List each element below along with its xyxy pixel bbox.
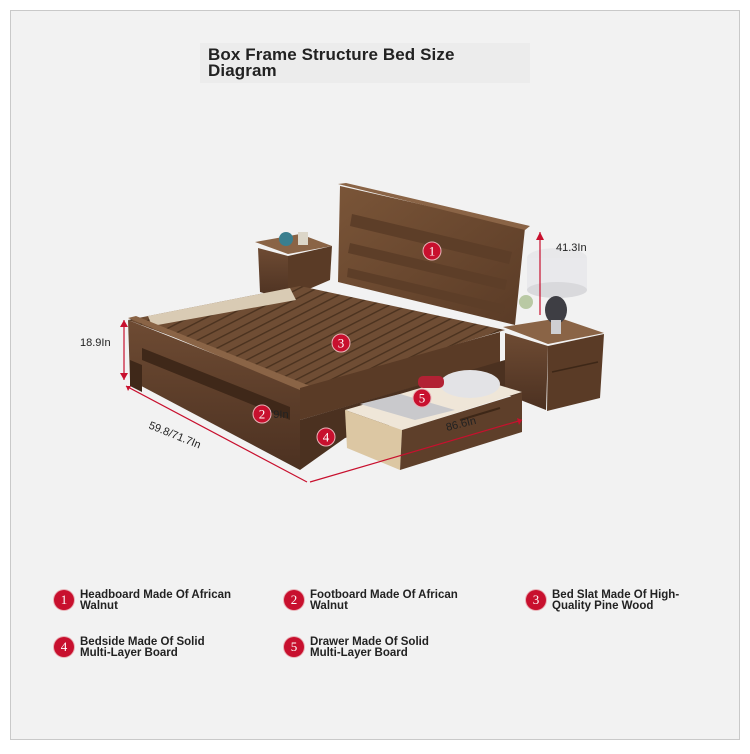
callout-markers: 1 2 3 4 5: [252, 241, 442, 447]
legend-item-1: 1 Headboard Made Of African Walnut: [54, 589, 250, 612]
dimension-lines: [120, 232, 544, 483]
legend-text: Drawer Made Of Solid Multi-Layer Board: [310, 636, 429, 659]
legend-number: 2: [284, 590, 304, 610]
callout-4: 4: [316, 427, 336, 447]
legend-number: 5: [284, 637, 304, 657]
svg-text:5: 5: [419, 391, 426, 406]
legend-text: Bed Slat Made Of High-Quality Pine Wood: [552, 589, 680, 612]
legend-text: Footboard Made Of African Walnut: [310, 589, 458, 612]
legend-number: 4: [54, 637, 74, 657]
callout-3: 3: [331, 333, 351, 353]
title-background: [200, 43, 530, 83]
callout-5: 5: [412, 388, 432, 408]
legend-text: Bedside Made Of Solid Multi-Layer Board: [80, 636, 205, 659]
legend-item-3: 3 Bed Slat Made Of High-Quality Pine Woo…: [526, 589, 702, 612]
left-nightstand: [255, 232, 332, 300]
headboard: [338, 183, 530, 325]
svg-text:2: 2: [259, 407, 266, 422]
legend-item-5: 5 Drawer Made Of Solid Multi-Layer Board: [284, 636, 450, 659]
dim-headboard-height: 41.3In: [556, 242, 587, 254]
dim-width: 59.8/71.7In: [147, 420, 203, 452]
right-nightstand: [503, 248, 604, 411]
svg-text:3: 3: [338, 336, 345, 351]
legend-item-2: 2 Footboard Made Of African Walnut: [284, 589, 480, 612]
dim-bed-height: 18.9In: [80, 337, 111, 349]
svg-text:4: 4: [323, 430, 330, 445]
legend-text: Headboard Made Of African Walnut: [80, 589, 232, 612]
callout-1: 1: [422, 241, 442, 261]
page-title: Box Frame Structure Bed Size Diagram: [208, 45, 455, 80]
legend-item-4: 4 Bedside Made Of Solid Multi-Layer Boar…: [54, 636, 220, 659]
callout-2: 2: [252, 404, 272, 424]
legend-number: 3: [526, 590, 546, 610]
svg-text:1: 1: [429, 244, 436, 259]
legend-number: 1: [54, 590, 74, 610]
drawer: [345, 370, 522, 470]
